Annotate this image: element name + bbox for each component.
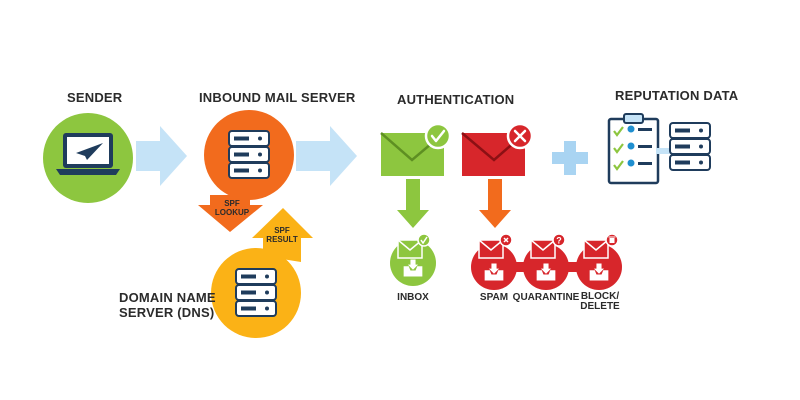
spam-label: SPAM: [479, 292, 509, 303]
block-label-line1: BLOCK/: [580, 291, 620, 302]
inbox-node: [390, 233, 436, 286]
check-icon: [420, 236, 428, 245]
dns-server-node: [211, 208, 313, 338]
check-icon: [430, 129, 446, 143]
x-icon: [513, 129, 527, 143]
arrow-sender-to-server: [136, 126, 187, 186]
paper-plane-icon: [76, 143, 103, 160]
sender-heading: SENDER: [67, 90, 123, 105]
inbound-mail-server-heading: INBOUND MAIL SERVER: [199, 90, 356, 105]
spf-lookup-label-line2: LOOKUP: [214, 208, 250, 217]
clipboard-checklist-icon: [607, 113, 660, 185]
auth-fail-envelope: [461, 122, 534, 176]
authentication-heading: AUTHENTICATION: [397, 92, 515, 107]
arrow-fail-to-spam: [479, 179, 511, 228]
inbound-server-node: [198, 110, 294, 232]
sender-node: [43, 113, 133, 203]
x-icon: [503, 237, 509, 243]
auth-pass-envelope: [380, 122, 452, 176]
plus-icon: [552, 141, 588, 175]
server-icon: [228, 130, 270, 179]
spf-result-label-line2: RESULT: [266, 235, 298, 244]
quarantine-node: ?: [523, 233, 569, 290]
server-icon: [669, 122, 711, 171]
dns-label-line2: SERVER (DNS): [119, 305, 215, 320]
inbox-label: INBOX: [397, 292, 429, 303]
spam-node: [471, 233, 517, 290]
arrow-server-to-auth: [296, 126, 357, 186]
reputation-data-heading: REPUTATION DATA: [615, 88, 739, 103]
dns-label-line1: DOMAIN NAME: [119, 290, 216, 305]
spf-result-label-line1: SPF: [274, 226, 290, 235]
arrow-pass-to-inbox: [397, 179, 429, 228]
question-icon: ?: [556, 236, 562, 246]
quarantine-label: QUARANTINE: [512, 292, 580, 303]
spf-lookup-label-line1: SPF: [224, 199, 240, 208]
server-icon: [235, 268, 277, 317]
block-delete-node: [576, 233, 622, 290]
block-label-line2: DELETE: [580, 301, 620, 312]
trash-icon: [608, 236, 616, 243]
